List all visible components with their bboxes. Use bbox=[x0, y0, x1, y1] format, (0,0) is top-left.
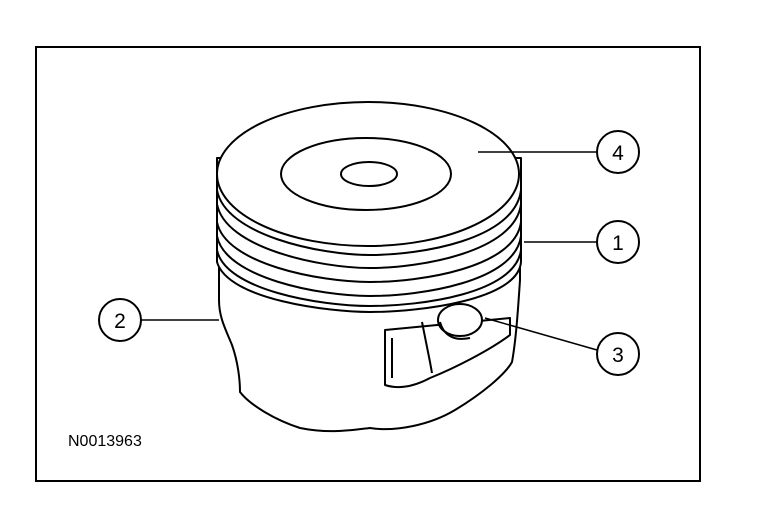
piston-pin-boss-inner bbox=[391, 321, 433, 378]
piston-bowl bbox=[280, 137, 452, 211]
piston-ring-top-lower bbox=[216, 203, 522, 269]
callout-leaders bbox=[141, 151, 598, 351]
piston-pin bbox=[437, 303, 483, 337]
piston-ring-second-lower bbox=[216, 235, 522, 297]
callout-label: 2 bbox=[114, 310, 126, 333]
callout-label: 4 bbox=[612, 142, 624, 165]
figure-id-label: N0013963 bbox=[68, 433, 142, 450]
leader-3 bbox=[484, 317, 598, 351]
piston-ring-oil bbox=[216, 249, 522, 307]
callout-circle bbox=[596, 130, 640, 174]
callout-circle bbox=[596, 332, 640, 376]
callout-1: 1 bbox=[596, 220, 640, 264]
piston-ring-second bbox=[216, 221, 522, 283]
callout-circle bbox=[596, 220, 640, 264]
piston-crown-top bbox=[216, 101, 520, 247]
piston bbox=[216, 101, 522, 433]
callout-4: 4 bbox=[596, 130, 640, 174]
callout-label: 1 bbox=[612, 232, 624, 255]
piston-ring-top bbox=[216, 189, 522, 256]
callout-label: 3 bbox=[612, 344, 624, 367]
callout-3: 3 bbox=[596, 332, 640, 376]
callout-circle bbox=[98, 298, 142, 342]
callout-2: 2 bbox=[98, 298, 142, 342]
piston-pin-shadow bbox=[439, 321, 471, 340]
piston-bowl-center bbox=[340, 161, 398, 187]
piston-pin-boss-window bbox=[384, 317, 511, 389]
